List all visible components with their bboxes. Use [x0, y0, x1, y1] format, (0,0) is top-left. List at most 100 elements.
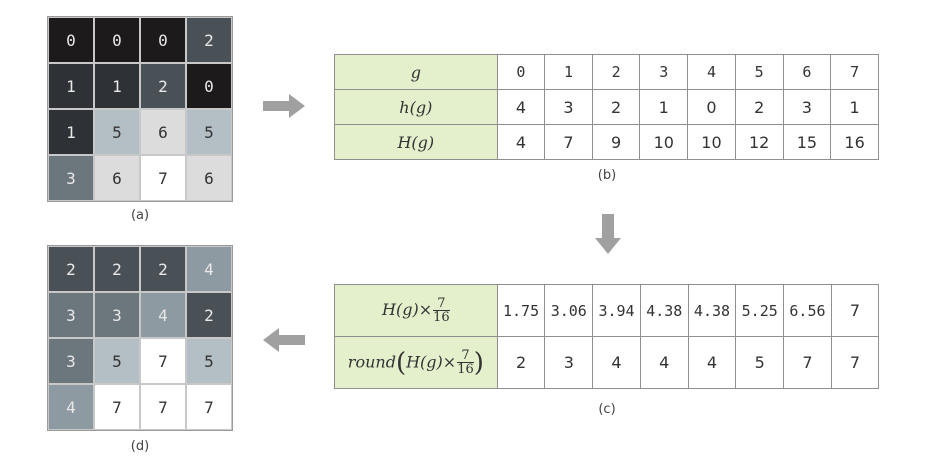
table-cell: 5 — [734, 54, 784, 90]
grid-cell: 3 — [48, 155, 94, 201]
table-cell: 5 — [735, 336, 785, 389]
row-label: g — [334, 54, 498, 90]
grid-cell: 1 — [94, 63, 140, 109]
label-inner: H(g)× — [406, 352, 457, 371]
table-cell: 4.38 — [639, 284, 689, 337]
table-cell: 3 — [544, 89, 593, 125]
grid-cell: 2 — [48, 246, 94, 292]
table-cell: 1 — [830, 89, 879, 125]
grid-cell: 6 — [94, 155, 140, 201]
grid-cell: 3 — [48, 292, 94, 338]
grid-cell: 2 — [140, 246, 186, 292]
table-cell: 0 — [496, 54, 546, 90]
grid-cell: 6 — [140, 109, 186, 155]
table-cell: 12 — [734, 124, 784, 160]
grid-cell: 4 — [140, 292, 186, 338]
table-cell: 3 — [544, 336, 594, 389]
fraction-den: 16 — [433, 310, 450, 325]
grid-cell: 3 — [94, 292, 140, 338]
table-cell: 7 — [830, 336, 880, 389]
row-label: H(g) — [334, 124, 498, 160]
grid-cell: 1 — [48, 63, 94, 109]
grid-cell: 7 — [94, 384, 140, 430]
table-cell: 3 — [639, 54, 689, 90]
table-cell: 7 — [830, 54, 879, 90]
label-fn: round — [347, 352, 396, 371]
grid-cell: 7 — [186, 384, 232, 430]
grid-cell: 0 — [140, 17, 186, 63]
fraction-num: 7 — [433, 297, 450, 311]
grid-cell: 7 — [140, 155, 186, 201]
table-cell: 9 — [591, 124, 641, 160]
grid-cell: 5 — [94, 109, 140, 155]
grid-cell: 4 — [186, 246, 232, 292]
paren-close: ) — [473, 347, 484, 378]
table-cell: 5.25 — [735, 284, 785, 337]
caption-a: (a) — [130, 208, 150, 223]
label-prefix: H(g)× — [382, 300, 433, 319]
table-cell: 10 — [687, 124, 736, 160]
arrow-right-icon — [263, 94, 305, 118]
table-cell: 10 — [639, 124, 689, 160]
table-cell: 2 — [496, 336, 546, 389]
table-cell: 16 — [830, 124, 879, 160]
table-cell: 4 — [639, 336, 689, 389]
grid-cell: 5 — [186, 109, 232, 155]
fraction-num: 7 — [457, 349, 474, 363]
caption-d: (d) — [130, 439, 150, 454]
grid-cell: 0 — [48, 17, 94, 63]
table-cell: 4 — [687, 336, 737, 389]
table-cell: 1 — [544, 54, 593, 90]
caption-b: (b) — [597, 168, 617, 183]
grid-cell: 2 — [140, 63, 186, 109]
table-cell: 1 — [639, 89, 689, 125]
grid-cell: 2 — [186, 17, 232, 63]
grid-cell: 0 — [186, 63, 232, 109]
table-cell: 7 — [830, 284, 880, 337]
table-cell: 3.06 — [544, 284, 594, 337]
table-cell: 6.56 — [783, 284, 832, 337]
grid-cell: 2 — [186, 292, 232, 338]
table-cell: 4 — [496, 124, 546, 160]
grid-cell: 0 — [94, 17, 140, 63]
paren-open: ( — [395, 347, 407, 378]
caption-c: (c) — [598, 402, 616, 417]
table-cell: 15 — [782, 124, 832, 160]
grid-cell: 7 — [140, 384, 186, 430]
arrow-left-icon — [263, 328, 305, 352]
table-cell: 0 — [687, 89, 736, 125]
table-cell: 2 — [591, 89, 641, 125]
grid-cell: 1 — [48, 109, 94, 155]
table-cell: 3 — [782, 89, 832, 125]
table-cell: 2 — [591, 54, 641, 90]
grid-cell: 7 — [140, 338, 186, 384]
fraction-den: 16 — [457, 362, 474, 377]
table-cell: 1.75 — [496, 284, 546, 337]
grid-cell: 6 — [186, 155, 232, 201]
table-cell: 7 — [544, 124, 593, 160]
grid-cell: 5 — [94, 338, 140, 384]
table-cell: 3.94 — [592, 284, 641, 337]
arrow-down-icon — [595, 214, 621, 254]
table-cell: 2 — [734, 89, 784, 125]
table-cell: 4.38 — [687, 284, 737, 337]
row-label: h(g) — [334, 89, 498, 125]
table-cell: 6 — [782, 54, 832, 90]
grid-cell: 3 — [48, 338, 94, 384]
table-cell: 7 — [783, 336, 832, 389]
table-cell: 4 — [592, 336, 641, 389]
grid-cell: 2 — [94, 246, 140, 292]
